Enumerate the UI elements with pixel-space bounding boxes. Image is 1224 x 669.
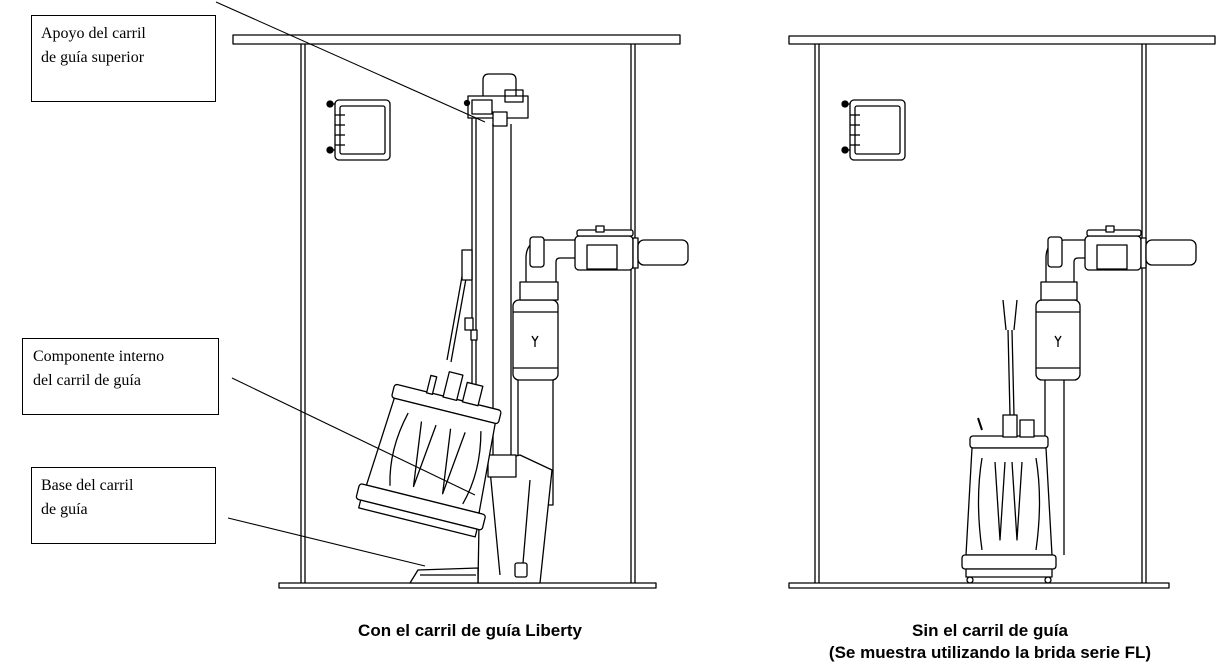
caption-without-rail: Sin el carril de guía (Se muestra utiliz… bbox=[760, 620, 1220, 664]
pump-right bbox=[961, 414, 1057, 584]
float-cable-left bbox=[446, 249, 474, 363]
rail-base-left bbox=[409, 454, 553, 584]
caption-without-rail-line2: (Se muestra utilizando la brida serie FL… bbox=[828, 643, 1152, 662]
label-internal-rail-component: Componente interno del carril de guía bbox=[22, 338, 219, 415]
discharge-pipe-right bbox=[1035, 225, 1197, 555]
basin-left bbox=[232, 34, 681, 589]
discharge-pipe-left bbox=[512, 225, 689, 560]
caption-without-rail-line1: Sin el carril de guía bbox=[912, 621, 1068, 640]
label-upper-rail-support: Apoyo del carril de guía superior bbox=[31, 15, 216, 102]
leader-lines bbox=[215, 1, 486, 567]
control-box-right bbox=[841, 99, 906, 161]
label-rail-base: Base del carril de guía bbox=[31, 467, 216, 544]
pump-left bbox=[355, 371, 502, 538]
caption-with-rail: Con el carril de guía Liberty bbox=[300, 620, 640, 642]
caption-with-rail-text: Con el carril de guía Liberty bbox=[358, 621, 582, 640]
control-box-left bbox=[326, 99, 391, 161]
basin-right bbox=[788, 35, 1216, 589]
float-cable-right bbox=[1002, 299, 1018, 416]
upper-rail-support bbox=[463, 73, 529, 127]
